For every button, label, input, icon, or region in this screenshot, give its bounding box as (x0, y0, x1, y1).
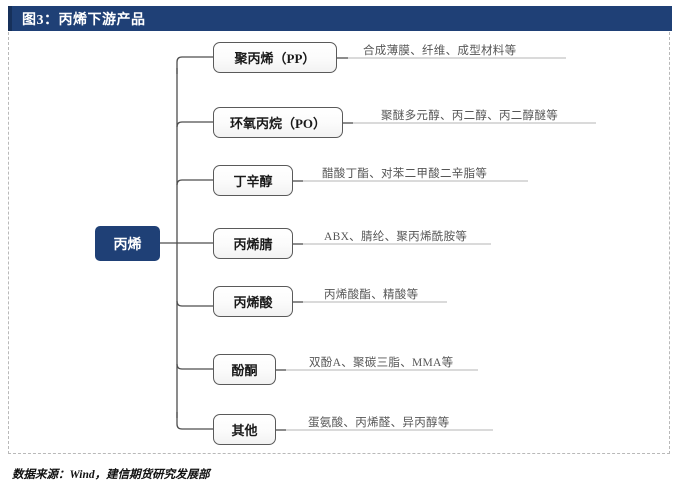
node-branch-7-label: 其他 (231, 423, 258, 438)
figure-title-bar: 图3：丙烯下游产品 (8, 6, 672, 31)
connector-branch-2 (176, 121, 213, 128)
node-branch-2-label: 环氧丙烷（PO） (229, 116, 327, 131)
annotation-branch-7: 蛋氨酸、丙烯醛、异丙醇等 (308, 417, 450, 429)
title-accent-bar (8, 6, 12, 31)
node-branch-4[interactable]: 丙烯腈 (213, 228, 293, 259)
connector-branch-1 (176, 56, 213, 74)
annotation-branch-3: 醋酸丁酯、对苯二甲酸二辛脂等 (322, 168, 488, 180)
node-branch-1-label: 聚丙烯（PP） (234, 51, 316, 66)
annotation-branch-5: 丙烯酸酯、精酸等 (324, 289, 419, 301)
node-branch-4-label: 丙烯腈 (233, 237, 273, 252)
node-branch-7[interactable]: 其他 (213, 414, 276, 445)
node-branch-2[interactable]: 环氧丙烷（PO） (213, 107, 343, 138)
node-branch-3-label: 丁辛醇 (233, 174, 273, 189)
connector-branch-3 (176, 179, 213, 186)
connector-branch-7 (176, 412, 213, 430)
node-branch-5-label: 丙烯酸 (233, 295, 273, 310)
page-title: 图3：丙烯下游产品 (22, 12, 146, 28)
source-note: 数据来源：Wind，建信期货研究发展部 (12, 469, 210, 481)
node-branch-5[interactable]: 丙烯酸 (213, 286, 293, 317)
node-root-label: 丙烯 (113, 237, 142, 253)
connector-branch-5 (176, 300, 213, 307)
node-branch-6[interactable]: 酚酮 (213, 354, 276, 385)
node-branch-1[interactable]: 聚丙烯（PP） (213, 42, 337, 73)
node-branch-6-label: 酚酮 (231, 363, 258, 378)
annotation-branch-6: 双酚A、聚碳三脂、MMA等 (309, 357, 454, 369)
connector-branch-6 (176, 363, 213, 370)
annotation-branch-1: 合成薄膜、纤维、成型材料等 (363, 45, 517, 57)
node-branch-3[interactable]: 丁辛醇 (213, 165, 293, 196)
annotation-branch-2: 聚醚多元醇、丙二醇、丙二醇醚等 (381, 110, 558, 122)
node-root[interactable]: 丙烯 (95, 226, 160, 261)
annotation-branch-4: ABX、腈纶、聚丙烯酰胺等 (324, 231, 468, 243)
